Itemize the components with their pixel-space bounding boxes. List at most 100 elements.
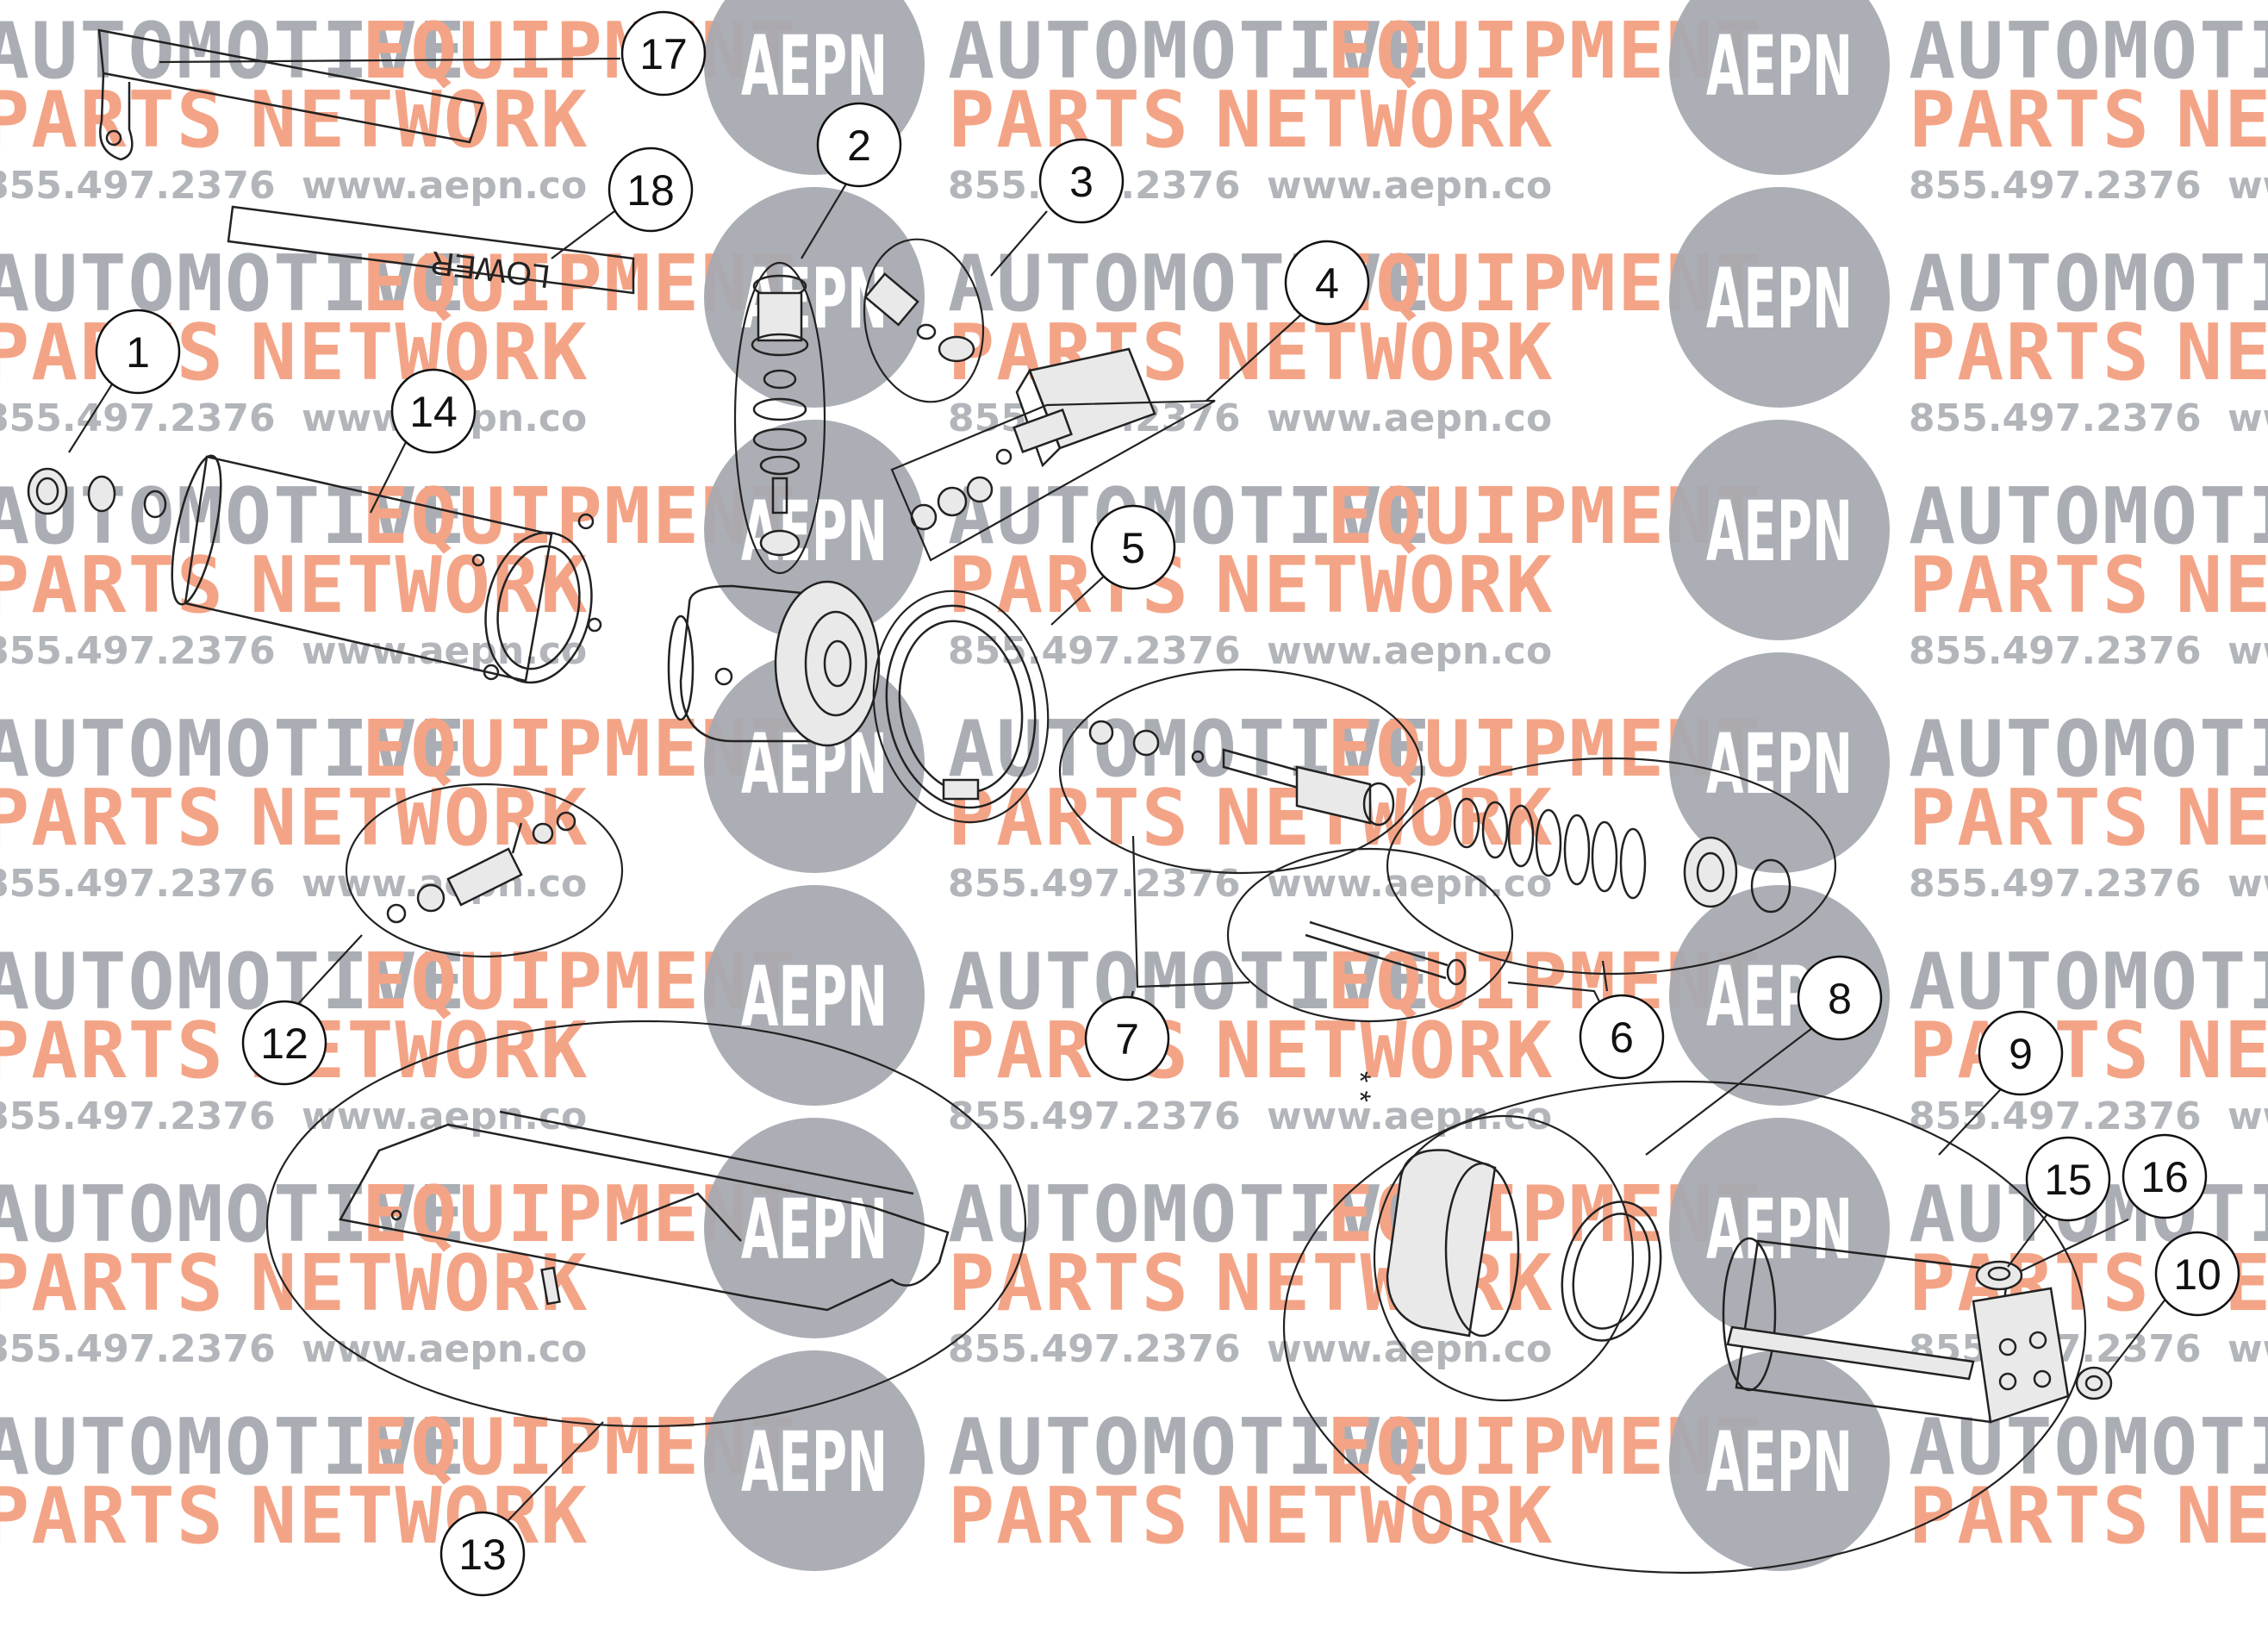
part-14-reservoir: [171, 454, 602, 684]
group-ellipse-6: [1386, 757, 1837, 976]
watermark-text-network: NETWORK: [2176, 75, 2268, 165]
watermark-url: www.aepn.co: [302, 629, 587, 673]
watermark-text-automotive: AUTOMOTIVE: [0, 704, 467, 795]
group-ellipse-5: [872, 589, 1050, 824]
callout-label: 17: [639, 30, 688, 78]
watermark-url: www.aepn.co: [1267, 396, 1552, 440]
aepn-logo-watermark: AEPN: [1669, 420, 1890, 640]
watermark-phone: 855.497.2376: [1909, 862, 2202, 906]
callout-label: 16: [2140, 1153, 2189, 1201]
watermark-text-automotive: AUTOMOTIVE: [1909, 471, 2268, 562]
part-3-nut: [863, 272, 975, 363]
watermark-text-parts: PARTS: [0, 1006, 225, 1096]
watermark-text-automotive: AUTOMOTIVE: [0, 471, 467, 562]
watermark-url: www.aepn.co: [2228, 396, 2268, 440]
watermark-text-parts: PARTS: [0, 75, 225, 165]
aepn-logo-text: AEPN: [1706, 1414, 1853, 1511]
aepn-logo-text: AEPN: [1706, 1182, 1853, 1278]
watermark-text-automotive: AUTOMOTIVE: [0, 937, 467, 1027]
watermark-tile: 855.497.2376www.aepn.coAUTOMOTIVEEQUIPME…: [1909, 164, 2268, 398]
watermark-phone: 855.497.2376: [948, 629, 1241, 673]
callout-label: 6: [1610, 1013, 1634, 1062]
watermark-url: www.aepn.co: [2228, 629, 2268, 673]
callout-2: 2: [816, 102, 902, 188]
callout-label: 4: [1315, 259, 1339, 308]
watermark-phone: 855.497.2376: [0, 164, 276, 208]
callout-16: 16: [2122, 1133, 2208, 1219]
callout-5: 5: [1090, 504, 1176, 590]
watermark-text-network: NETWORK: [250, 773, 589, 864]
watermark-tile: 855.497.2376www.aepn.coAUTOMOTIVEEQUIPME…: [1909, 6, 2268, 165]
watermark-text-automotive: AUTOMOTIVE: [0, 6, 467, 97]
part-6-spring: [1453, 797, 1791, 914]
part-17-bracket: [97, 28, 484, 161]
part-9-cylinder: [1722, 1237, 2070, 1424]
part-4-solenoid: [910, 347, 1156, 531]
watermark-phone: 855.497.2376: [0, 1327, 276, 1371]
callout-label: 1: [126, 328, 150, 377]
callout-label: 14: [409, 388, 458, 436]
aepn-logo-text: AEPN: [741, 1182, 888, 1278]
callout-label: 5: [1121, 524, 1145, 572]
group-ellipse-7a: [1058, 668, 1424, 875]
watermark-url: www.aepn.co: [302, 1327, 587, 1371]
watermark-text-parts: PARTS: [0, 1471, 225, 1562]
callout-label: 18: [626, 166, 675, 215]
group-ellipse-7b: [1226, 847, 1514, 1023]
callout-label: 3: [1069, 158, 1094, 206]
watermark-text-automotive: AUTOMOTIVE: [948, 6, 1432, 97]
group-ellipse-13: [265, 1020, 1027, 1428]
callout-label: 13: [458, 1531, 507, 1579]
watermark-tile: 855.497.2376www.aepn.coAUTOMOTIVEEQUIPME…: [1909, 629, 2268, 864]
group-outlines: [265, 238, 2087, 1575]
watermark-layer: 855.497.2376www.aepn.coAUTOMOTIVEEQUIPME…: [0, 0, 2268, 1571]
watermark-text-automotive: AUTOMOTIVE: [1909, 704, 2268, 795]
callout-label: 12: [260, 1020, 308, 1068]
watermark-text-network: NETWORK: [1215, 75, 1554, 165]
callout-9: 9: [1978, 1010, 2064, 1096]
aepn-logo-watermark: AEPN: [1669, 652, 1890, 873]
aepn-logo-text: AEPN: [741, 1414, 888, 1511]
watermark-text-parts: PARTS: [948, 1238, 1190, 1329]
watermark-text-automotive: AUTOMOTIVE: [0, 239, 467, 329]
watermark-text-parts: PARTS: [1909, 75, 2151, 165]
watermark-phone: 855.497.2376: [948, 862, 1241, 906]
callout-12: 12: [241, 1000, 327, 1086]
callout-label: 15: [2044, 1156, 2092, 1204]
group-ellipse-3: [863, 238, 985, 403]
watermark-text-parts: PARTS: [0, 540, 225, 631]
watermark-text-network: NETWORK: [2176, 1006, 2268, 1096]
watermark-text-network: NETWORK: [250, 1471, 589, 1562]
watermark-url: www.aepn.co: [1267, 164, 1552, 208]
watermark-text-parts: PARTS: [1909, 773, 2151, 864]
watermark-url: www.aepn.co: [2228, 1094, 2268, 1138]
watermark-text-automotive: AUTOMOTIVE: [1909, 6, 2268, 97]
callout-7: 7: [1084, 995, 1170, 1082]
watermark-tile: 855.497.2376www.aepn.coAUTOMOTIVEEQUIPME…: [1909, 396, 2268, 631]
watermark-text-network: NETWORK: [250, 540, 589, 631]
watermark-phone: 855.497.2376: [948, 1327, 1241, 1371]
watermark-text-parts: PARTS: [1909, 308, 2151, 398]
watermark-text-network: NETWORK: [2176, 540, 2268, 631]
watermark-text-parts: PARTS: [0, 1238, 225, 1329]
watermark-url: www.aepn.co: [2228, 164, 2268, 208]
aepn-logo-text: AEPN: [1706, 251, 1853, 347]
group-ellipse-12: [345, 783, 624, 958]
watermark-text-network: NETWORK: [2176, 773, 2268, 864]
asterisk-mark: * *: [1343, 1071, 1376, 1102]
watermark-text-network: NETWORK: [1215, 1006, 1554, 1096]
watermark-text-network: NETWORK: [250, 1238, 589, 1329]
watermark-text-network: NETWORK: [2176, 308, 2268, 398]
callout-10: 10: [2154, 1231, 2240, 1317]
part-7-piston-rod: [1088, 720, 1467, 986]
aepn-logo-watermark: AEPN: [704, 1350, 925, 1571]
watermark-phone: 855.497.2376: [1909, 1094, 2202, 1138]
watermark-text-network: NETWORK: [250, 75, 589, 165]
watermark-text-network: NETWORK: [1215, 1238, 1554, 1329]
callout-label: 7: [1115, 1015, 1139, 1063]
